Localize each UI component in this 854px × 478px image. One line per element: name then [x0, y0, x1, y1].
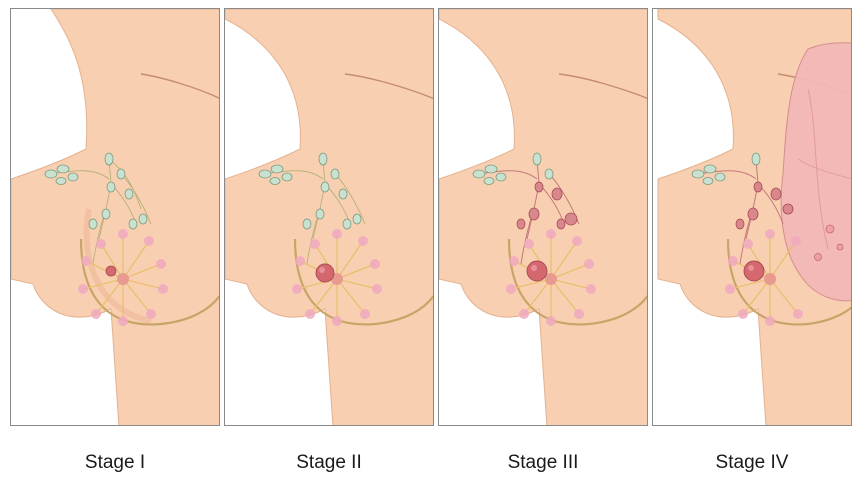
torso-silhouette	[439, 9, 648, 426]
tumor	[316, 264, 334, 282]
stage-2-label: Stage II	[224, 452, 434, 474]
stage-1-illustration	[11, 9, 220, 426]
stage-4-label: Stage IV	[652, 452, 852, 474]
stage-4-illustration	[653, 9, 852, 426]
stage-3-panel	[438, 8, 648, 426]
stage-3-illustration	[439, 9, 648, 426]
stage-1-panel	[10, 8, 220, 426]
stage-2-illustration	[225, 9, 434, 426]
stage-4-panel	[652, 8, 852, 426]
torso-silhouette	[225, 9, 434, 426]
tumor	[744, 261, 764, 281]
tumor	[527, 261, 547, 281]
stage-3-label: Stage III	[438, 452, 648, 474]
stage-1-label: Stage I	[10, 452, 220, 474]
tumor	[106, 266, 116, 276]
stage-2-panel	[224, 8, 434, 426]
torso-silhouette	[11, 9, 220, 426]
